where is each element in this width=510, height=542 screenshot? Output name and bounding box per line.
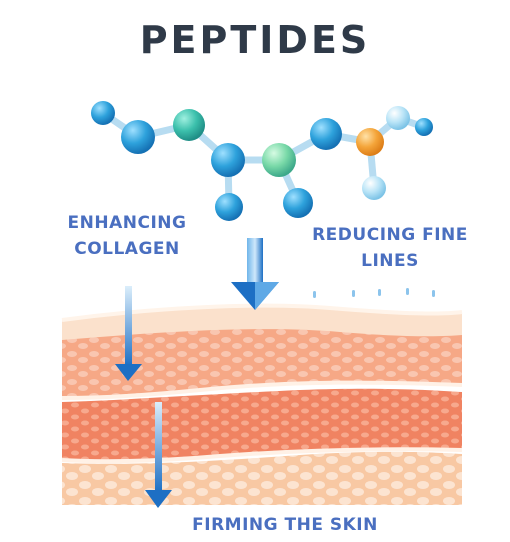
firming-skin-arrow <box>145 402 172 508</box>
atom <box>211 143 245 177</box>
reducing-lines-arrow <box>231 238 279 310</box>
enhancing-collagen-line1: ENHANCING <box>67 213 187 233</box>
skin-cross-section <box>61 303 463 505</box>
enhancing-collagen-arrow <box>115 286 142 381</box>
droplet-markers <box>313 288 435 298</box>
atom <box>310 118 342 150</box>
reducing-fine-lines-label: REDUCING FINE LINES <box>295 222 485 274</box>
reducing-fine-lines-line1: REDUCING FINE <box>312 225 468 245</box>
atom <box>173 109 205 141</box>
enhancing-collagen-line2: COLLAGEN <box>74 239 180 259</box>
atom <box>356 128 384 156</box>
page-title: PEPTIDES <box>139 18 371 62</box>
atom <box>121 120 155 154</box>
atom <box>215 193 243 221</box>
reducing-fine-lines-line2: LINES <box>361 251 419 271</box>
atom <box>386 106 410 130</box>
firming-the-skin-label: FIRMING THE SKIN <box>192 515 378 535</box>
atom <box>415 118 433 136</box>
atom <box>283 188 313 218</box>
peptide-molecule <box>91 101 433 221</box>
atom <box>362 176 386 200</box>
atom <box>262 143 296 177</box>
enhancing-collagen-label: ENHANCING COLLAGEN <box>52 210 202 262</box>
atom <box>91 101 115 125</box>
